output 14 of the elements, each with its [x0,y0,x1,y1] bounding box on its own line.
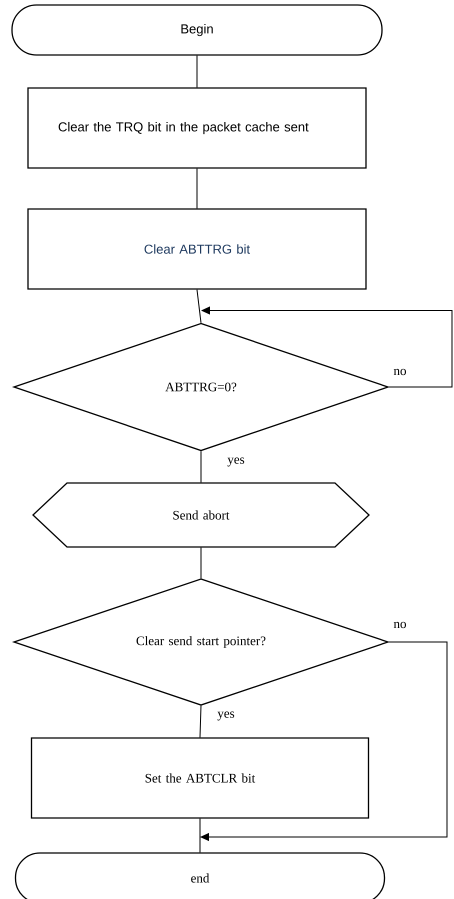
connector-line [200,547,202,579]
connector-line [196,289,202,324]
process-box: Set the ABTCLR bit [30,737,370,819]
edge-label: yes [226,456,246,468]
connector-line [200,450,202,483]
edge-label: yes [216,710,236,722]
process-box: Clear ABTTRG bit [27,208,367,290]
process-box: Clear the TRQ bit in the packet cache sent [27,87,367,169]
connector-line [196,55,198,88]
connector-line [200,705,202,738]
connector-line [196,168,198,209]
edge-label: no [392,620,408,630]
preparation-hexagon: Send abort [32,482,370,548]
edge-label: no [392,368,408,376]
